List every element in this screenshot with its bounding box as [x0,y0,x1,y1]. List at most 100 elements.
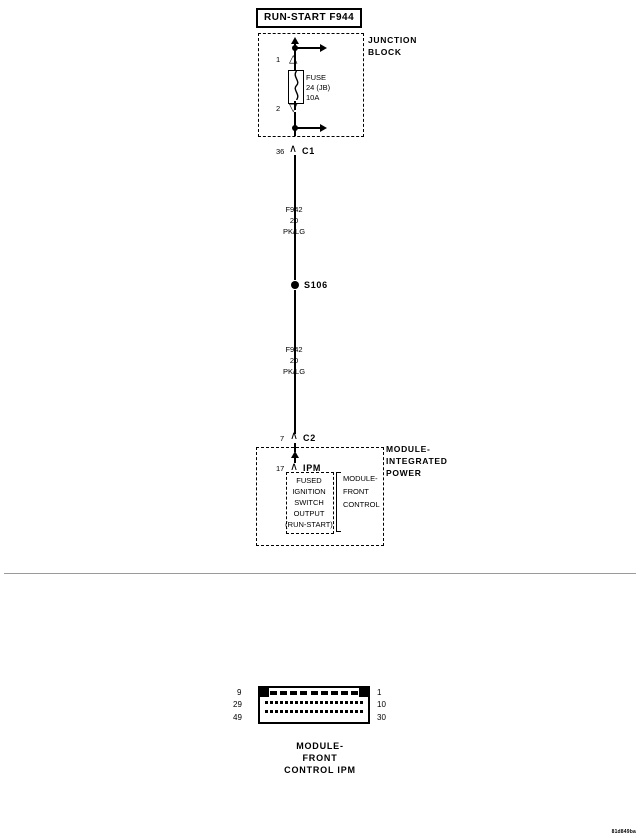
connector-c1-pin: 36 [276,147,285,156]
wire-upper-gauge: 20 [289,216,299,225]
connector-c1-symbol: ∧ [289,142,298,155]
connector-pin [285,701,288,704]
ipm-function-line-3: SWITCH [294,498,324,507]
connector-pin [340,710,343,713]
ipm-function-bracket [336,472,341,532]
connector-pin [335,710,338,713]
ipm-function-box [286,472,334,534]
connector-pin [305,710,308,713]
wire-segment-fuse-in [294,63,296,71]
connector-pin [310,691,318,695]
connector-pin [350,701,353,704]
circuit-title-text: RUN-START F944 [264,12,355,23]
wire-upper-color: PK/LG [282,227,306,236]
splice-point-dot [291,281,299,289]
connector-pin [280,710,283,713]
wire-segment-jb-top [294,43,296,63]
connector-number-left-1: 9 [237,688,242,697]
feed-arrow-up-icon [291,37,299,44]
connector-pin [340,701,343,704]
connector-number-right-1: 1 [377,688,382,697]
current-chevron-lower-icon: ▽ [289,101,298,114]
connector-pin [290,691,298,695]
connector-pin [290,701,293,704]
junction-block-pin-top: 1 [276,55,281,64]
connector-caption-line2: FRONT [302,753,338,763]
connector-notch-left [260,688,269,697]
ipm-label-line2: INTEGRATED [386,456,448,466]
ipm-bracket-label-line3: CONTROL [343,500,380,509]
wire-segment-ipm-pin [294,457,296,463]
connector-pin [265,710,268,713]
connector-pin [300,710,303,713]
connector-number-left-3: 49 [233,713,242,722]
connector-pin [351,691,358,695]
connector-pin [295,710,298,713]
wire-lower-color: PK/LG [282,367,306,376]
wire-upper-circuit: F942 [285,205,303,214]
ipm-block-boundary [256,447,384,546]
ipm-label-line3: POWER [386,468,422,478]
fuse-symbol [288,70,304,104]
ipm-connector-symbol: ∧ [290,460,299,473]
connector-number-right-3: 30 [377,713,386,722]
connector-pin [320,701,323,704]
connector-caption: MODULE- FRONT CONTROL IPM [0,740,640,776]
splice-label: S106 [304,280,328,290]
section-divider [4,573,636,574]
connector-pin [285,710,288,713]
connector-pin [340,691,348,695]
connector-pin [360,701,363,704]
ipm-function-line-1: FUSED [296,476,322,485]
wire-segment-c2-to-ipm [294,443,296,452]
connector-pin-row-bottom [265,710,363,715]
junction-block-label-line2: BLOCK [368,47,402,57]
connector-pin [350,710,353,713]
ipm-feed-arrow-up-icon [291,451,299,458]
connector-pin [275,701,278,704]
connector-pin [280,701,283,704]
connector-c1-name: C1 [302,146,315,156]
connector-pin [300,691,308,695]
connector-pin-row-middle [265,701,363,706]
connector-pin [330,710,333,713]
ipm-pin-number: 17 [276,464,285,473]
ipm-function-line-2: IGNITION [292,487,326,496]
fuse-label-line3: 10A [306,93,320,102]
connector-c2-symbol: ∧ [290,429,299,442]
connector-pin [360,710,363,713]
ipm-function-line-4: OUTPUT [293,509,325,518]
document-corner-code: 81d849ba [611,829,636,835]
branch-arrow-lower-icon [320,124,327,132]
connector-pin [280,691,288,695]
connector-notch-right [359,688,368,697]
connector-pin [355,710,358,713]
connector-pin [300,701,303,704]
connector-pin [320,710,323,713]
current-chevron-upper-icon: △ [289,52,298,65]
connector-pin [355,701,358,704]
connector-pin [345,710,348,713]
connector-caption-line3: CONTROL IPM [284,765,356,775]
ipm-function-line-5: (RUN-START) [285,520,333,529]
connector-pin [315,710,318,713]
connector-pin [335,701,338,704]
connector-pin [290,710,293,713]
ipm-label-line1: MODULE- [386,444,431,454]
wire-lower-circuit: F942 [285,345,303,354]
circuit-title-box: RUN-START F944 [256,8,363,28]
connector-pin [265,701,268,704]
wire-lower-gauge: 20 [289,356,299,365]
ipm-bracket-label-line1: MODULE- [343,474,378,483]
connector-number-right-2: 10 [377,700,386,709]
connector-pin [295,701,298,704]
connector-pin [270,691,277,695]
connector-pin [305,701,308,704]
connector-pin [270,701,273,704]
branch-line-lower [295,127,321,129]
connector-pin [325,710,328,713]
fuse-label-line1: FUSE [306,73,327,82]
wire-segment-fuse-out [294,101,296,110]
connector-pin [310,701,313,704]
